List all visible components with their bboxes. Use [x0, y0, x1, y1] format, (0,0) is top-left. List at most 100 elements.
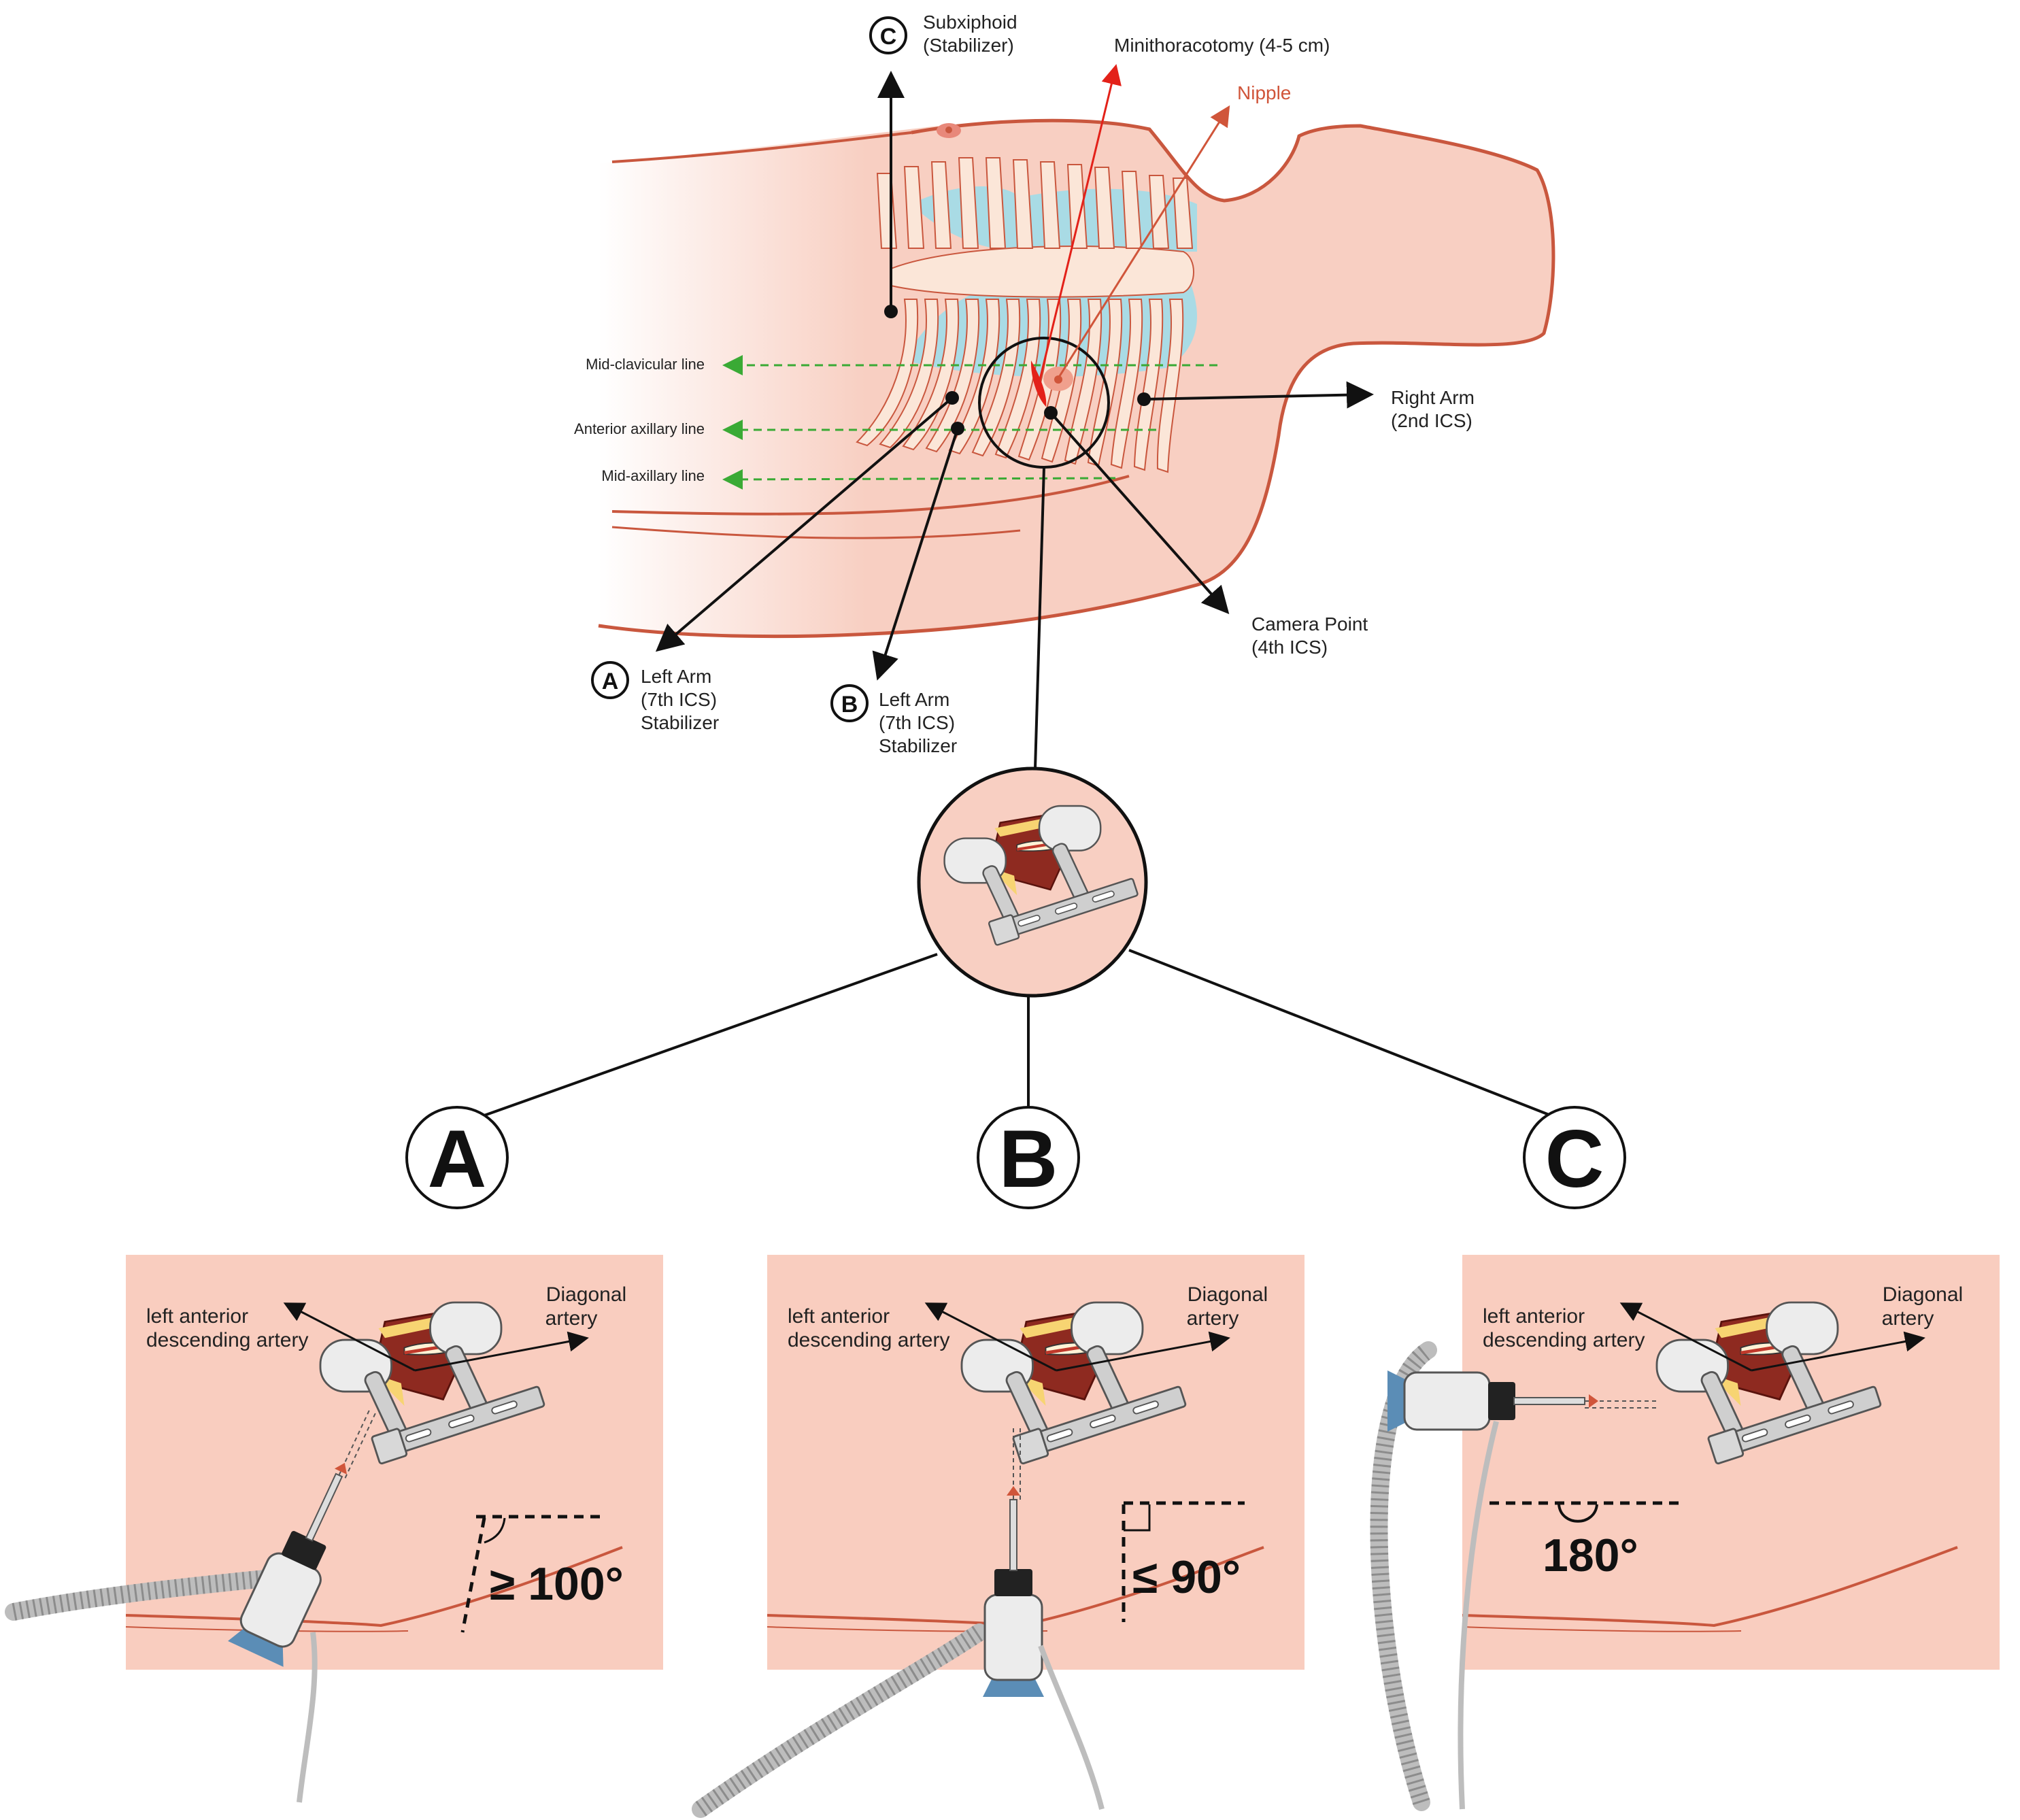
mid-axillary-label: Mid-axillary line [601, 467, 705, 484]
port-pointers [655, 64, 1374, 681]
upper-rib [930, 161, 952, 249]
panel-c-angle-arc [1558, 1504, 1598, 1523]
left-arm-a-dot [945, 391, 959, 405]
panel-a-skin-line [126, 1546, 623, 1628]
panel-c-badge [1523, 1106, 1626, 1209]
rail-slot [1741, 1428, 1768, 1443]
panel-b-badge-letter: B [999, 1113, 1058, 1204]
tool-housing [1403, 1371, 1491, 1431]
anterior-axillary-label: Anterior axillary line [574, 420, 705, 437]
left-arm-b-label-3: Stabilizer [879, 735, 957, 756]
stabilizer-pad-right [1071, 1301, 1144, 1355]
lower-rib [1110, 299, 1143, 469]
stabilizer-assembly [319, 1301, 545, 1465]
lower-rib [1133, 299, 1164, 471]
rail-slot [1785, 1414, 1811, 1428]
right-arm-arrow [1143, 381, 1374, 409]
patient-torso [598, 118, 1555, 639]
panel-a-badge-letter: A [428, 1113, 487, 1204]
suction-cup [228, 1627, 284, 1667]
panel-c-diag-arrow [1751, 1331, 1925, 1372]
hose-ribs [12, 1569, 273, 1621]
rail-slot [1017, 914, 1041, 927]
central-zoom [917, 766, 1148, 998]
left-arm-b-label-2: (7th ICS) [879, 712, 955, 733]
rail-slot [1054, 903, 1078, 915]
rail-slot [1828, 1400, 1854, 1415]
panel-b-diag-label-2: artery [1187, 1307, 1239, 1330]
panel-a-diag-label-2: artery [545, 1307, 598, 1330]
panel-a-lad-arrow [283, 1302, 416, 1372]
branch-lines [484, 949, 1551, 1117]
camera-point-dot [1044, 406, 1058, 420]
minithoracotomy-arrow [1038, 64, 1122, 383]
lower-rib [856, 299, 919, 447]
panel-badges: A B C [405, 1106, 1626, 1209]
zoom-connector-line [1034, 467, 1045, 769]
panel-a-lad-label-1: left anterior [146, 1305, 248, 1328]
tool-collar [1488, 1382, 1515, 1420]
hose-ribs [695, 1625, 985, 1817]
subxiphoid-badge-letter: C [880, 24, 897, 50]
tool-housing [983, 1594, 1043, 1681]
mid-clavicular-label: Mid-clavicular line [586, 356, 705, 373]
tool-body-group [1387, 1370, 1660, 1432]
nipple-arrow [1057, 105, 1230, 379]
panel-a-angle-arc [484, 1517, 506, 1544]
lower-rib [1156, 299, 1184, 473]
suction-cup [1387, 1370, 1408, 1432]
rail-clamp [988, 914, 1020, 946]
camera-point-label-1: Camera Point [1251, 613, 1368, 635]
rail-slot [491, 1400, 518, 1415]
upper-rib [1094, 167, 1115, 249]
tool-collar [282, 1530, 326, 1570]
cable [297, 1632, 318, 1803]
left-arm-b-badge-letter: B [841, 692, 858, 718]
tool-shaft [1009, 1499, 1017, 1571]
rail-slot [448, 1414, 475, 1428]
upper-rib [1039, 161, 1061, 249]
panel-b: left anterior descending artery Diagonal… [692, 1255, 1304, 1818]
tool-collar [994, 1569, 1032, 1596]
upper-rib [903, 166, 925, 249]
panel-c-stabilizer [1655, 1301, 1882, 1465]
panel-a: left anterior descending artery Diagonal… [5, 1255, 663, 1803]
tool-shaft [1513, 1397, 1585, 1405]
left-arm-b-label-1: Left Arm [879, 689, 949, 710]
mid-axillary-guide [722, 469, 1116, 490]
left-arm-a-badge-letter: A [602, 669, 619, 694]
panel-c-angle-label: 180° [1543, 1530, 1638, 1581]
panel-b-lad-arrow [924, 1302, 1057, 1372]
torso-body [599, 121, 1553, 637]
panel-c: left anterior descending artery Diagonal… [1370, 1255, 2000, 1811]
panel-b-suction-tool [692, 1425, 1105, 1818]
panel-c-skin-line [1462, 1546, 1958, 1628]
tool-body-group [228, 1406, 377, 1667]
panel-c-suction-tool [1370, 1341, 1660, 1811]
stabilizer-assembly [943, 805, 1139, 946]
panel-c-lad-arrow [1619, 1302, 1752, 1372]
left-arm-a-arrow [655, 397, 954, 652]
stabilizer-pad-right [1766, 1301, 1839, 1355]
rail-slot [1132, 1400, 1159, 1415]
stabilizer-pad-right [1038, 805, 1102, 852]
panel-a-diag-label-1: Diagonal [546, 1283, 626, 1306]
rail-slot [1090, 1414, 1116, 1428]
cable [1458, 1421, 1499, 1810]
cable [1038, 1645, 1105, 1810]
camera-point-arrow [1049, 411, 1230, 614]
left-arm-a-label-2: (7th ICS) [641, 689, 717, 710]
lower-rib [925, 299, 980, 453]
subxiphoid-label-1: Subxiphoid [923, 12, 1017, 33]
tool-tip [334, 1462, 347, 1474]
right-nipple-core [1054, 375, 1062, 384]
panel-b-lad-label-1: left anterior [788, 1305, 890, 1328]
upper-rib [985, 157, 1007, 249]
panel-a-angle-label: ≥ 100° [490, 1558, 624, 1610]
rail-clamp [1012, 1428, 1049, 1465]
suction-assembly [1370, 1341, 1660, 1811]
top-nipple-core [945, 127, 952, 133]
panel-b-angle-label: ≤ 90° [1132, 1551, 1241, 1603]
minithoracotomy-incision [1030, 360, 1047, 407]
